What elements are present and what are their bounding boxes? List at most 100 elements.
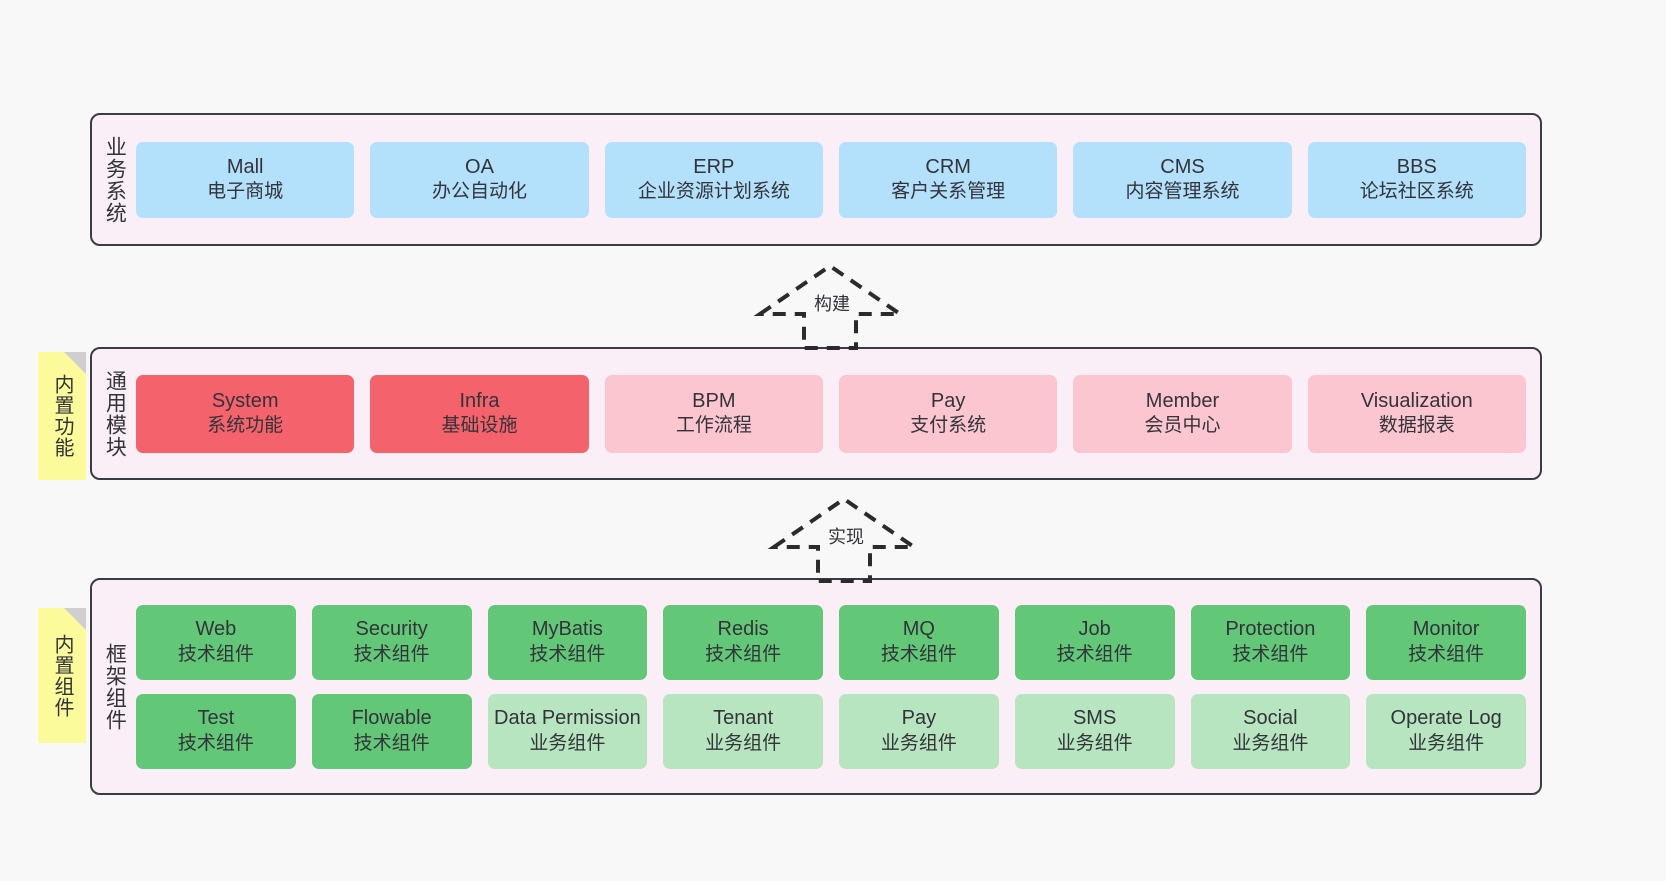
card-title-en: ERP — [693, 155, 735, 178]
card-system[interactable]: System 系统功能 — [136, 374, 355, 453]
card-title-en: Flowable — [351, 707, 432, 730]
card-title-en: Mall — [226, 155, 264, 178]
card-title-en: Security — [355, 618, 428, 641]
card-member[interactable]: Member 会员中心 — [1073, 374, 1292, 453]
card-title-en: MQ — [902, 618, 935, 641]
card-bbs[interactable]: BBS 论坛社区系统 — [1307, 141, 1526, 218]
card-cms[interactable]: CMS 内容管理系统 — [1073, 141, 1292, 218]
card-title-cn: 论坛社区系统 — [1359, 181, 1474, 203]
card-title-en: Data Permission — [494, 707, 641, 730]
layer-common-modules: 通用模块 System 系统功能 Infra 基础设施 BPM 工作流程 Pay… — [90, 347, 1542, 480]
card-title-cn: 技术组件 — [705, 643, 782, 665]
card-visualization[interactable]: Visualization 数据报表 — [1307, 374, 1526, 453]
card-title-cn: 支付系统 — [910, 415, 987, 437]
card-operate-log[interactable]: Operate Log 业务组件 — [1366, 693, 1526, 769]
card-test[interactable]: Test 技术组件 — [136, 693, 296, 769]
card-title-cn: 业务组件 — [1408, 732, 1485, 754]
card-title-cn: 内容管理系统 — [1125, 181, 1240, 203]
connector-build-label: 构建 — [812, 290, 852, 316]
card-title-en: Member — [1145, 389, 1220, 412]
card-title-en: OA — [465, 155, 494, 178]
card-row: Mall 电子商城 OA 办公自动化 ERP 企业资源计划系统 CRM 客户关系… — [136, 141, 1526, 218]
card-erp[interactable]: ERP 企业资源计划系统 — [604, 141, 823, 218]
card-row: Web 技术组件 Security 技术组件 MyBatis 技术组件 Redi… — [136, 604, 1526, 680]
card-row: Test 技术组件 Flowable 技术组件 Data Permission … — [136, 693, 1526, 769]
card-title-en: Operate Log — [1390, 707, 1502, 730]
card-title-cn: 技术组件 — [353, 643, 430, 665]
card-title-cn: 办公自动化 — [431, 181, 527, 203]
card-title-en: Pay — [930, 389, 966, 412]
card-title-en: SMS — [1072, 707, 1117, 730]
card-title-en: Protection — [1225, 618, 1316, 641]
card-web[interactable]: Web 技术组件 — [136, 604, 296, 680]
layer-framework-components: 框架组件 Web 技术组件 Security 技术组件 MyBatis 技术组件… — [90, 578, 1542, 795]
card-infra[interactable]: Infra 基础设施 — [370, 374, 589, 453]
layer-business-systems: 业务系统 Mall 电子商城 OA 办公自动化 ERP 企业资源计划系统 CRM… — [90, 113, 1542, 246]
card-title-cn: 技术组件 — [880, 643, 957, 665]
card-title-en: Test — [197, 707, 235, 730]
card-title-cn: 业务组件 — [705, 732, 782, 754]
card-title-cn: 业务组件 — [1232, 732, 1309, 754]
card-title-cn: 技术组件 — [177, 732, 254, 754]
card-title-cn: 电子商城 — [207, 181, 284, 203]
card-crm[interactable]: CRM 客户关系管理 — [838, 141, 1058, 218]
connector-build-arrow: 构建 — [753, 262, 907, 350]
card-title-en: BBS — [1396, 155, 1437, 178]
card-title-cn: 技术组件 — [177, 643, 254, 665]
note-label: 内置组件 — [51, 633, 73, 718]
layer-body-module: System 系统功能 Infra 基础设施 BPM 工作流程 Pay 支付系统… — [136, 349, 1540, 478]
card-title-cn: 技术组件 — [1232, 643, 1309, 665]
card-protection[interactable]: Protection 技术组件 — [1190, 604, 1351, 680]
card-title-cn: 会员中心 — [1144, 415, 1221, 437]
card-title-en: Social — [1243, 707, 1298, 730]
card-mall[interactable]: Mall 电子商城 — [136, 141, 355, 218]
card-pay-component[interactable]: Pay 业务组件 — [839, 693, 999, 769]
card-mq[interactable]: MQ 技术组件 — [839, 604, 999, 680]
layer-title-business: 业务系统 — [103, 135, 127, 224]
card-security[interactable]: Security 技术组件 — [311, 604, 472, 680]
card-title-cn: 技术组件 — [353, 732, 430, 754]
card-title-cn: 企业资源计划系统 — [637, 181, 790, 203]
card-title-en: Infra — [459, 389, 500, 412]
card-sms[interactable]: SMS 业务组件 — [1014, 693, 1175, 769]
card-pay[interactable]: Pay 支付系统 — [838, 374, 1058, 453]
card-mybatis[interactable]: MyBatis 技术组件 — [487, 604, 648, 680]
layer-body-business: Mall 电子商城 OA 办公自动化 ERP 企业资源计划系统 CRM 客户关系… — [136, 115, 1540, 244]
card-bpm[interactable]: BPM 工作流程 — [604, 374, 823, 453]
connector-implement-arrow: 实现 — [767, 495, 921, 583]
card-title-cn: 系统功能 — [207, 415, 284, 437]
card-data-permission[interactable]: Data Permission 业务组件 — [487, 693, 648, 769]
card-redis[interactable]: Redis 技术组件 — [663, 604, 823, 680]
card-monitor[interactable]: Monitor 技术组件 — [1366, 604, 1526, 680]
card-tenant[interactable]: Tenant 业务组件 — [663, 693, 823, 769]
card-job[interactable]: Job 技术组件 — [1014, 604, 1175, 680]
card-title-cn: 基础设施 — [441, 415, 518, 437]
card-title-cn: 工作流程 — [675, 415, 752, 437]
card-title-cn: 业务组件 — [880, 732, 957, 754]
card-title-en: BPM — [692, 389, 736, 412]
card-title-en: CRM — [925, 155, 971, 178]
card-title-cn: 技术组件 — [1056, 643, 1133, 665]
card-title-en: Web — [195, 618, 237, 641]
card-title-cn: 技术组件 — [1408, 643, 1485, 665]
card-title-en: Tenant — [713, 707, 774, 730]
connector-implement-label: 实现 — [826, 523, 866, 549]
layer-title-module: 通用模块 — [103, 369, 127, 458]
card-title-en: CMS — [1160, 155, 1205, 178]
card-title-cn: 业务组件 — [1056, 732, 1133, 754]
card-title-cn: 业务组件 — [529, 732, 606, 754]
card-title-cn: 数据报表 — [1378, 415, 1455, 437]
layer-title-framework: 框架组件 — [103, 642, 127, 731]
card-title-en: Job — [1078, 618, 1111, 641]
card-oa[interactable]: OA 办公自动化 — [370, 141, 589, 218]
card-row: System 系统功能 Infra 基础设施 BPM 工作流程 Pay 支付系统… — [136, 374, 1526, 453]
card-title-en: MyBatis — [531, 618, 603, 641]
card-flowable[interactable]: Flowable 技术组件 — [311, 693, 472, 769]
card-title-en: Redis — [717, 618, 769, 641]
card-title-en: Monitor — [1412, 618, 1480, 641]
note-label: 内置功能 — [51, 374, 73, 458]
card-title-cn: 技术组件 — [529, 643, 606, 665]
note-builtin-components: 内置组件 — [38, 608, 86, 743]
layer-body-framework: Web 技术组件 Security 技术组件 MyBatis 技术组件 Redi… — [136, 580, 1540, 793]
card-social[interactable]: Social 业务组件 — [1190, 693, 1351, 769]
